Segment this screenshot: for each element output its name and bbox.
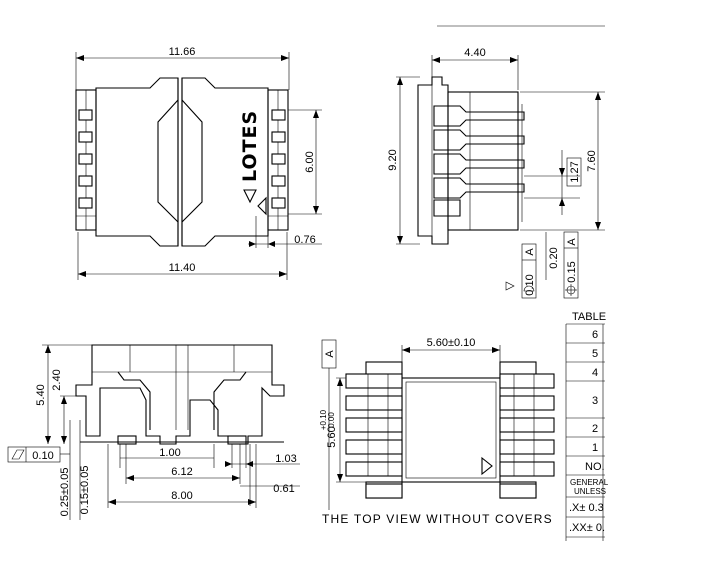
footprint-view: A 5.60±0.10 5.60 +0.10 0.00 <box>319 337 555 526</box>
top-view-left-pins <box>78 109 93 209</box>
svg-text:0.15: 0.15 <box>566 261 578 282</box>
parallelism-icon <box>11 449 25 460</box>
view-caption: THE TOP VIEW WITHOUT COVERS <box>322 512 553 526</box>
dim-depth: 4.40 <box>464 47 485 59</box>
dim-standoff-a: 0.25±0.05 <box>59 468 71 517</box>
dim-pin-width: 0.61 <box>273 483 294 495</box>
table-row: 1 <box>592 442 598 454</box>
table-row: 2 <box>592 423 598 435</box>
top-view: 11.66 LOT <box>75 46 322 280</box>
svg-text:0.00: 0.00 <box>327 412 336 428</box>
footprint-left-contacts <box>345 373 403 477</box>
top-view-right-pins <box>271 109 286 209</box>
svg-text:0.10: 0.10 <box>32 450 53 462</box>
dim-pad-length: 1.00 <box>159 447 180 459</box>
dim-overall-height: 9.20 <box>387 149 399 170</box>
footprint-right-contacts <box>499 373 555 477</box>
dim-offset: 0.76 <box>294 234 315 246</box>
table-row: 4 <box>592 367 598 379</box>
pin1-triangle-marker <box>243 189 257 204</box>
svg-text:0.10: 0.10 <box>524 274 536 295</box>
table-tolerance: .XX± 0. <box>569 522 605 534</box>
svg-text:A: A <box>324 350 336 358</box>
dim-footprint-height: 5.60 <box>326 426 338 447</box>
table-tolerance: .X± 0.3 <box>569 502 604 514</box>
dim-overall-width: 11.66 <box>169 46 196 58</box>
side-view-contacts <box>433 105 525 217</box>
dim-body-width: 11.40 <box>169 262 196 274</box>
parallelism-tolerance-frame: 0.10 <box>7 446 70 463</box>
dim-height: 6.00 <box>304 151 316 172</box>
side-view: 4.40 9.20 7.60 1.27 <box>387 47 605 299</box>
parts-table: TABLE 6 5 4 3 2 1 NO. GENERAL UNLESS .X±… <box>565 311 609 541</box>
dim-pin-span: 7.60 <box>586 150 598 171</box>
profile-icon <box>523 285 535 292</box>
dim-pitch: 1.27 <box>569 161 581 182</box>
dim-pad-span: 6.12 <box>171 466 192 478</box>
flatness-tolerance-frame: 0.10 A <box>521 243 537 299</box>
dim-front-overall-height: 5.40 <box>35 384 47 405</box>
table-row: 5 <box>592 348 598 360</box>
svg-text:A: A <box>566 238 578 246</box>
svg-text:A: A <box>524 248 536 256</box>
dim-front-body-height: 2.40 <box>51 369 63 390</box>
lotes-logo: LOTES <box>239 110 261 182</box>
table-row: 6 <box>592 329 598 341</box>
front-view: 5.40 2.40 0.25±0.05 0.15±0.05 0.10 1.00 … <box>7 344 300 520</box>
dim-standoff-b: 0.15±0.05 <box>79 466 91 515</box>
svg-text:+0.10: +0.10 <box>319 409 328 430</box>
dim-pad-offset: 1.03 <box>275 453 296 465</box>
dim-coplanarity: 0.20 <box>548 247 560 268</box>
dim-front-pin-span: 8.00 <box>171 490 192 502</box>
dim-footprint-width: 5.60±0.10 <box>427 337 476 349</box>
table-note: GENERAL <box>570 478 609 487</box>
position-tolerance-frame: 0.15 A <box>563 231 579 299</box>
table-title: TABLE <box>572 311 606 323</box>
table-note: UNLESS <box>574 487 606 496</box>
table-header: NO. <box>585 461 605 473</box>
table-row: 3 <box>592 395 598 407</box>
